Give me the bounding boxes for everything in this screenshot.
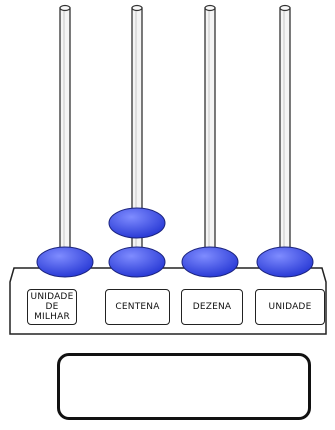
label-centena: CENTENA [105, 289, 170, 325]
rod-dezena [204, 7, 216, 269]
bead-centena-1[interactable] [108, 246, 166, 278]
bead-unidade-de-milhar-1[interactable] [36, 246, 94, 278]
rod-unidade [279, 7, 291, 269]
rod-cap-unidade [279, 4, 291, 12]
answer-box[interactable] [57, 353, 311, 420]
label-dezena: DEZENA [181, 289, 243, 325]
bead-centena-2[interactable] [108, 207, 166, 239]
label-unidade: UNIDADE [255, 289, 325, 325]
rod-cap-centena [131, 4, 143, 12]
bead-unidade-1[interactable] [256, 246, 314, 278]
bead-dezena-1[interactable] [181, 246, 239, 278]
rod-unidade-de-milhar [59, 7, 71, 269]
rod-cap-dezena [204, 4, 216, 12]
rod-cap-unidade-de-milhar [59, 4, 71, 12]
